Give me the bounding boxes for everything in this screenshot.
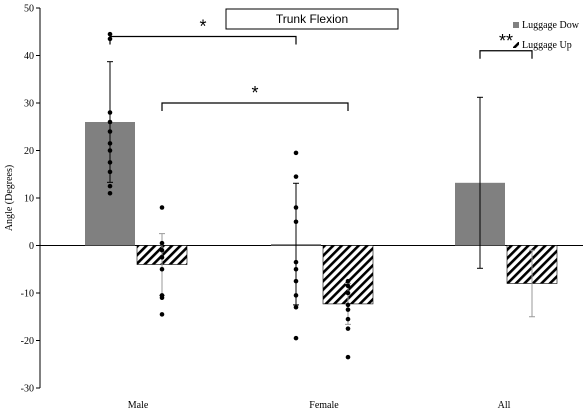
data-point (107, 169, 113, 175)
data-point (159, 295, 165, 301)
data-point (107, 183, 113, 189)
data-point (345, 283, 351, 289)
data-point (345, 316, 351, 322)
significance-bracket (161, 102, 349, 111)
data-point (293, 174, 299, 179)
x-category-label: Female (309, 400, 339, 411)
y-tick-label: -20 (21, 336, 34, 347)
y-axis-label: Angle (Degrees) (4, 165, 15, 231)
data-point (345, 302, 351, 308)
data-point (159, 312, 165, 317)
y-tick-label: 0 (29, 241, 34, 252)
data-point (159, 266, 165, 272)
chart-bars (85, 122, 558, 305)
chart-data-points (107, 31, 351, 360)
data-point (107, 141, 113, 146)
data-point (107, 110, 113, 115)
data-point (345, 326, 351, 331)
data-point (293, 150, 299, 156)
chart-title-box: Trunk Flexion (225, 8, 399, 30)
y-tick-label: 10 (24, 194, 34, 205)
legend-swatch-luggage-down (513, 22, 519, 28)
data-point (107, 190, 113, 196)
data-point (293, 219, 299, 225)
significance-bracket (109, 35, 297, 45)
data-point (159, 205, 165, 210)
data-point (293, 259, 299, 265)
data-point (293, 278, 299, 284)
data-point (107, 119, 113, 125)
y-tick-label: -10 (21, 289, 34, 300)
significance-label: ** (499, 31, 513, 51)
legend-label: Luggage Up (522, 40, 572, 51)
data-point (159, 240, 165, 246)
data-point (159, 255, 165, 260)
significance-bracket (479, 50, 533, 59)
y-tick-label: 50 (24, 4, 34, 15)
chart-title: Trunk Flexion (276, 12, 348, 26)
data-point (159, 247, 165, 253)
y-tick-label: 30 (24, 99, 34, 110)
significance-annotations: **** (109, 17, 533, 111)
legend-label: Luggage Dow (522, 20, 580, 31)
legend-swatch-luggage-up (513, 42, 519, 48)
data-point (345, 354, 351, 360)
data-point (293, 293, 299, 298)
data-point (345, 290, 351, 296)
data-point (345, 307, 351, 312)
data-point (107, 31, 113, 37)
data-point (293, 335, 299, 341)
significance-label: * (199, 17, 206, 37)
y-tick-label: 40 (24, 51, 34, 62)
y-tick-label: -30 (21, 384, 34, 395)
data-point (107, 160, 113, 165)
data-point (107, 129, 113, 134)
x-category-label: Male (128, 400, 149, 411)
y-tick-label: 20 (24, 146, 34, 157)
data-point (293, 304, 299, 310)
data-point (293, 266, 299, 272)
data-point (107, 148, 113, 153)
significance-label: * (251, 83, 258, 103)
x-category-label: All (498, 400, 511, 411)
data-point (293, 205, 299, 210)
data-point (345, 278, 351, 284)
